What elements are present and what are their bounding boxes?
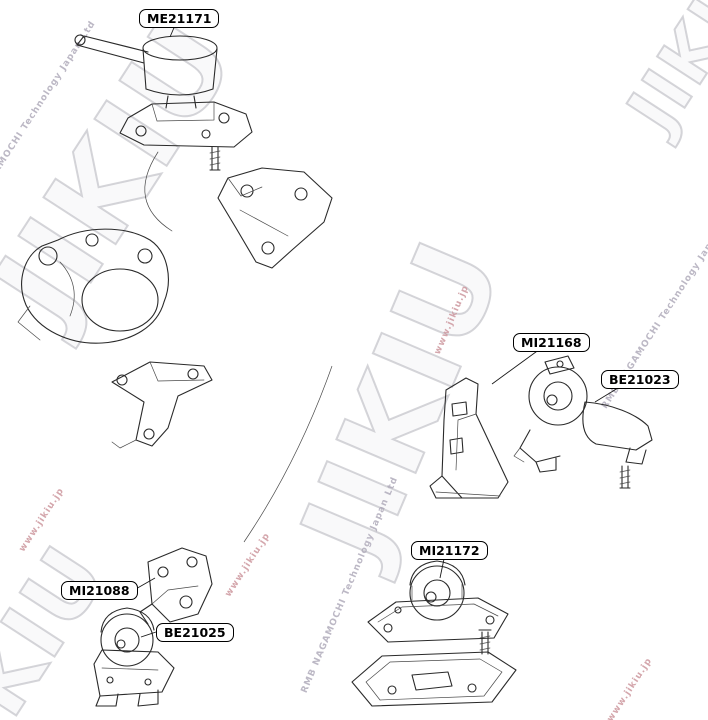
part-bottom-plate [351,629,517,707]
part-upper-bracket [217,167,333,269]
part-middle-bracket [111,361,213,449]
part-engine-mount-top [74,34,253,232]
part-front-mount [93,607,175,707]
part-label-BE21025: BE21025 [156,623,234,642]
sketch-line [243,365,333,543]
part-label-BE21023: BE21023 [601,370,679,389]
part-engine-housing [17,228,169,344]
leader-lines [133,22,619,638]
part-left-bracket [139,547,213,625]
part-label-MI21172: MI21172 [411,541,488,560]
part-label-MI21088: MI21088 [61,581,138,600]
part-center-mount [367,560,509,643]
part-label-ME21171: ME21171 [139,9,220,28]
part-rear-mount [513,355,653,489]
part-right-bracket [429,377,509,499]
part-label-MI21168: MI21168 [513,333,590,352]
